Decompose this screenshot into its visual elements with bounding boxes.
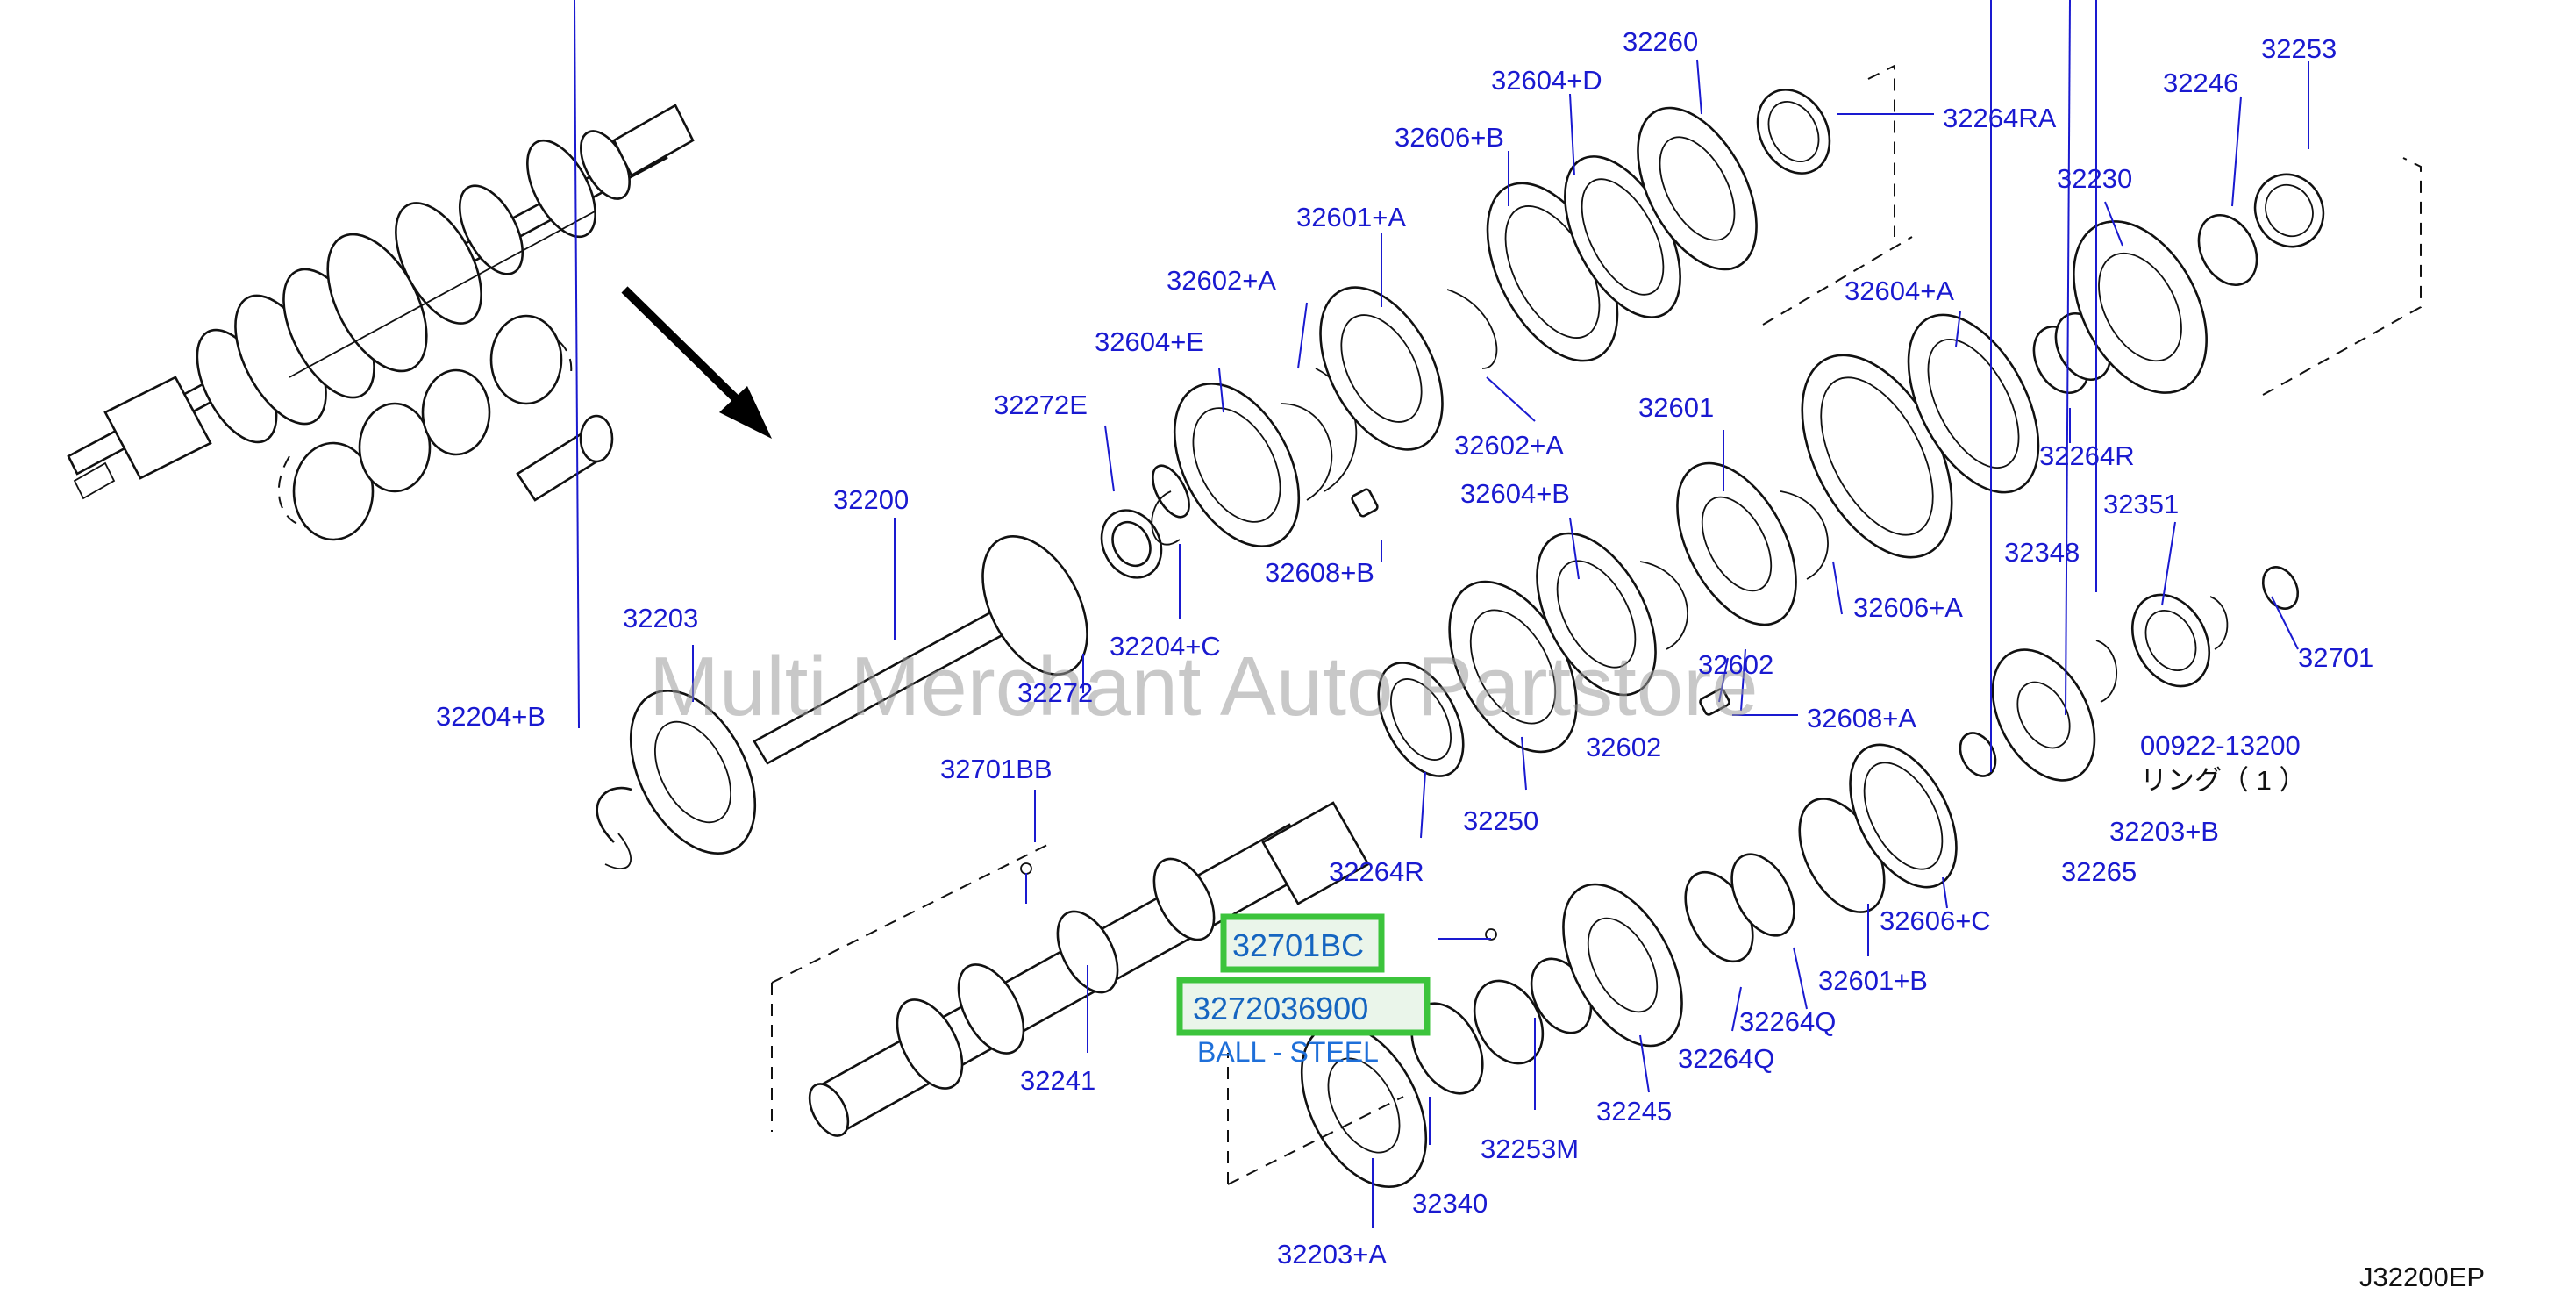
part-label[interactable]: 32604+B (1460, 478, 1570, 509)
part-label[interactable]: 32601 (1638, 392, 1714, 423)
highlighted-part-number[interactable]: 3272036900 (1193, 991, 1368, 1027)
part-label[interactable]: 32348 (2004, 537, 2080, 568)
part-label[interactable]: 32265 (2061, 856, 2137, 887)
ring-note-text: リング（ 1 ） (2140, 765, 2306, 796)
output-shaft (771, 801, 1370, 1137)
part-label[interactable]: 32272E (994, 390, 1088, 420)
part-label[interactable]: 32604+D (1491, 65, 1602, 96)
part-label[interactable]: 32264R (2039, 440, 2135, 471)
ring-part-number[interactable]: 00922-13200 (2140, 730, 2301, 761)
part-label[interactable]: 32241 (1020, 1065, 1095, 1096)
highlight-box-ball-steel (1176, 976, 1431, 1036)
part-label[interactable]: 32701BB (940, 754, 1053, 784)
part-label[interactable]: 32602 (1698, 649, 1773, 680)
part-label[interactable]: 32602 (1586, 732, 1661, 762)
ring-note: 00922-13200 リング（ 1 ） (2140, 730, 2306, 796)
part-label[interactable]: 32602+A (1454, 430, 1564, 461)
part-label[interactable]: 32340 (1412, 1188, 1488, 1219)
part-label[interactable]: 32264RA (1943, 103, 2057, 133)
watermark: Multi Merchant Auto Partstore (649, 640, 1759, 733)
part-label[interactable]: 32701 (2298, 642, 2373, 673)
part-label[interactable]: 32264R (1329, 856, 1424, 887)
part-label[interactable]: 32264Q (1678, 1043, 1774, 1074)
highlight-box-32701bc (1220, 913, 1385, 973)
part-label[interactable]: 32608+A (1807, 703, 1916, 733)
part-label[interactable]: 32351 (2103, 489, 2179, 519)
direction-arrow (621, 286, 772, 439)
part-label[interactable]: 32606+A (1853, 592, 1963, 623)
part-label[interactable]: 32608+B (1265, 557, 1374, 588)
highlighted-part-label[interactable]: 32701BC (1232, 927, 1364, 963)
part-label[interactable]: 32604+A (1845, 275, 1954, 306)
part-label[interactable]: 32246 (2163, 68, 2238, 98)
part-label[interactable]: 32203 (623, 603, 698, 633)
countershaft-thumbnail (277, 314, 614, 541)
main-shaft-upper (753, 509, 1163, 765)
diagram-code: J32200EP (2359, 1262, 2485, 1292)
part-label[interactable]: 32203+B (2109, 816, 2219, 847)
lower-gear-train (1227, 566, 2300, 1188)
part-description: BALL - STEEL (1197, 1036, 1379, 1068)
part-label[interactable]: 32606+B (1395, 122, 1504, 153)
part-label[interactable]: 32245 (1596, 1096, 1672, 1127)
assembled-shaft-thumbnail (67, 104, 695, 500)
highlighted-parts: 32701BC 3272036900 BALL - STEEL (1176, 913, 1431, 1068)
part-drawings (67, 64, 2422, 1188)
part-label[interactable]: 32250 (1463, 805, 1538, 836)
part-label[interactable]: 32204+B (436, 701, 546, 732)
part-label[interactable]: 32260 (1623, 26, 1698, 57)
part-label[interactable]: 32230 (2057, 163, 2132, 194)
part-label[interactable]: 32601+A (1296, 202, 1406, 232)
part-label[interactable]: 32264Q (1739, 1006, 1836, 1037)
part-label[interactable]: 32253M (1481, 1134, 1579, 1164)
upper-gear-train (1151, 89, 1831, 547)
part-label[interactable]: 32604+E (1095, 326, 1204, 357)
part-label[interactable]: 32602+A (1167, 265, 1276, 296)
part-label[interactable]: 32601+B (1818, 965, 1928, 996)
part-label[interactable]: 32272 (1017, 677, 1093, 708)
part-label[interactable]: 32204+C (1110, 631, 1221, 662)
part-label[interactable]: 32200 (833, 484, 909, 515)
part-labels: 32260 32253 32604+D 32264RA 32246 32606+… (436, 26, 2373, 1270)
part-label[interactable]: 32606+C (1880, 905, 1991, 936)
left-bearing-parts (596, 690, 1497, 941)
part-label[interactable]: 32203+A (1277, 1239, 1387, 1270)
upper-right-cluster (1762, 64, 2422, 396)
leader-lines (574, 0, 2309, 1228)
part-label[interactable]: 32253 (2261, 33, 2337, 64)
middle-gear-train (1377, 313, 2040, 777)
